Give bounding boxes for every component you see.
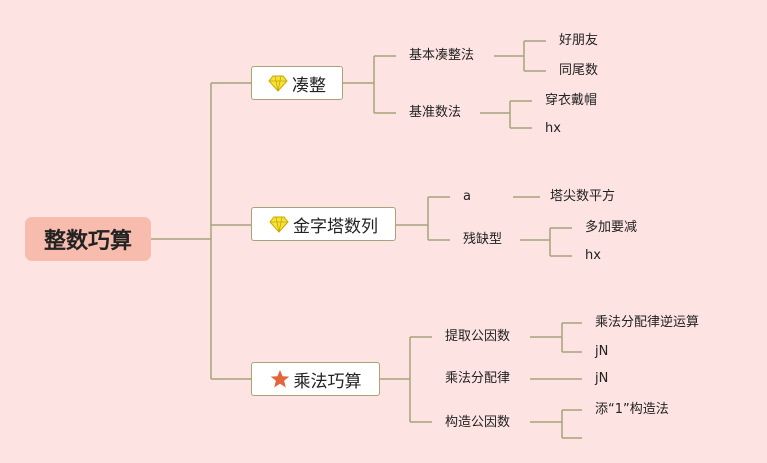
leaf-label[interactable]: 乘法分配律逆运算 (595, 315, 700, 330)
branch-label: 乘法巧算 (293, 371, 362, 392)
branch-1-fork (343, 55, 396, 114)
leaf-label[interactable]: 添“1”构造法 (595, 402, 669, 417)
leaf-label[interactable]: 好朋友 (559, 33, 599, 48)
subtopic-label[interactable]: 乘法分配律 (445, 371, 511, 386)
gem-icon (269, 214, 289, 234)
branch-2-fork (396, 196, 450, 241)
sub-3-3-fork (530, 409, 582, 439)
leaf-label[interactable]: 塔尖数平方 (550, 189, 616, 204)
leaf-label[interactable]: 同尾数 (559, 63, 599, 78)
gem-icon (268, 73, 288, 93)
subtopic-label[interactable]: 构造公因数 (445, 415, 511, 430)
star-icon (270, 369, 290, 389)
root-label: 整数巧算 (43, 229, 132, 254)
leaf-label[interactable]: hx (545, 121, 561, 136)
subtopic-label[interactable]: 基本凑整法 (409, 48, 475, 63)
root-node[interactable]: 整数巧算 (25, 217, 151, 261)
subtopic-label[interactable]: 提取公因数 (445, 329, 511, 344)
sub-1-2-fork (480, 100, 532, 129)
branch-node-couzheng[interactable]: 凑整 (251, 66, 343, 100)
leaf-label[interactable]: jN (595, 371, 609, 386)
branch-label: 金字塔数列 (293, 216, 378, 237)
branch-label: 凑整 (292, 75, 326, 96)
leaf-label[interactable]: 多加要减 (585, 220, 638, 235)
branch-node-chengfa[interactable]: 乘法巧算 (251, 362, 380, 396)
branch-3-fork (380, 336, 432, 423)
leaf-label[interactable]: hx (585, 248, 601, 263)
subtopic-label[interactable]: 残缺型 (463, 232, 503, 247)
subtopic-label[interactable]: 基准数法 (409, 105, 462, 120)
subtopic-label[interactable]: a (463, 189, 471, 204)
sub-1-1-fork (494, 40, 546, 72)
leaf-label[interactable]: 穿衣戴帽 (545, 93, 598, 108)
sub-3-1-fork (530, 322, 582, 353)
branch-node-jinzita[interactable]: 金字塔数列 (251, 207, 396, 241)
sub-2-2-fork (520, 227, 572, 257)
leaf-label[interactable]: jN (595, 344, 609, 359)
